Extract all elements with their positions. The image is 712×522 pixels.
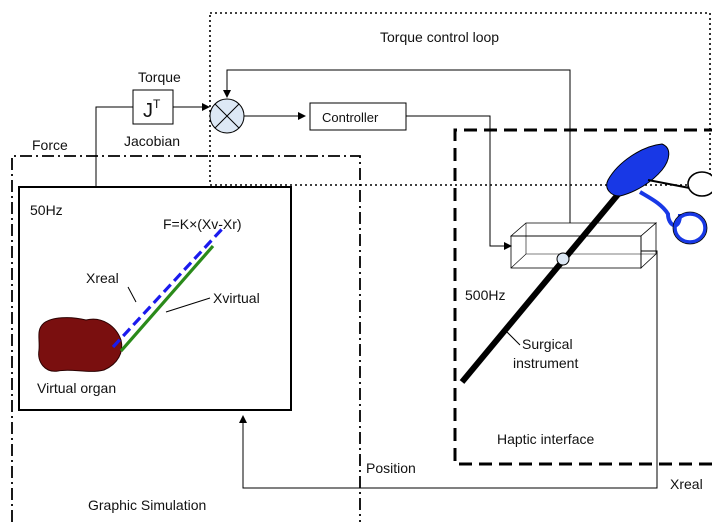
controller-to-device-arrow <box>406 115 512 250</box>
xvirtual-pointer <box>165 297 211 313</box>
surgical-instrument-shaft <box>459 178 633 384</box>
instrument-thumb-ring <box>687 171 712 197</box>
jacobian-symbol: JT <box>143 97 161 122</box>
torque-loop-region <box>209 12 711 186</box>
virtual-organ-label: Virtual organ <box>37 380 116 396</box>
position-feedback-arrow <box>239 250 658 489</box>
graphic-rate-label: 50Hz <box>30 202 63 218</box>
force-formula: F=K×(Xv-Xr) <box>163 216 242 232</box>
torque-label: Torque <box>138 69 181 85</box>
xvirtual-label: Xvirtual <box>213 290 260 306</box>
jacobian-label: Jacobian <box>124 133 180 149</box>
controller-label: Controller <box>322 110 379 125</box>
xreal-probe-label: Xreal <box>86 270 119 286</box>
xreal-line <box>111 226 225 349</box>
instrument-finger-ring <box>673 212 707 244</box>
torque-feedback-line <box>223 69 571 230</box>
surgical-label: Surgical <box>522 336 573 352</box>
xreal-feedback-label: Xreal <box>670 476 703 492</box>
instrument-finger-ring-outline <box>672 211 708 245</box>
device-box-front <box>510 235 642 269</box>
graphic-simulation-box <box>18 186 292 411</box>
instrument-handle-body <box>606 143 670 197</box>
haptic-interface-region <box>453 128 712 466</box>
instrument-handle-arm <box>638 190 682 228</box>
haptic-interface-label: Haptic interface <box>497 431 594 447</box>
torque-loop-label: Torque control loop <box>380 29 499 45</box>
summing-junction-cross-b <box>214 103 240 129</box>
virtual-organ-shape <box>38 317 123 372</box>
force-label: Force <box>32 137 68 153</box>
graphic-simulation-label: Graphic Simulation <box>88 497 206 513</box>
graphic-simulation-region <box>11 155 361 522</box>
instrument-pointer <box>504 329 521 346</box>
instrument-label: instrument <box>513 355 578 371</box>
instrument-pivot <box>556 252 570 266</box>
haptic-rate-label: 500Hz <box>465 287 505 303</box>
xreal-pointer <box>127 286 137 303</box>
device-box-hidden-edge-b <box>510 253 527 269</box>
xvirtual-line <box>119 244 215 353</box>
force-signal-line <box>95 106 133 186</box>
position-label: Position <box>366 460 416 476</box>
